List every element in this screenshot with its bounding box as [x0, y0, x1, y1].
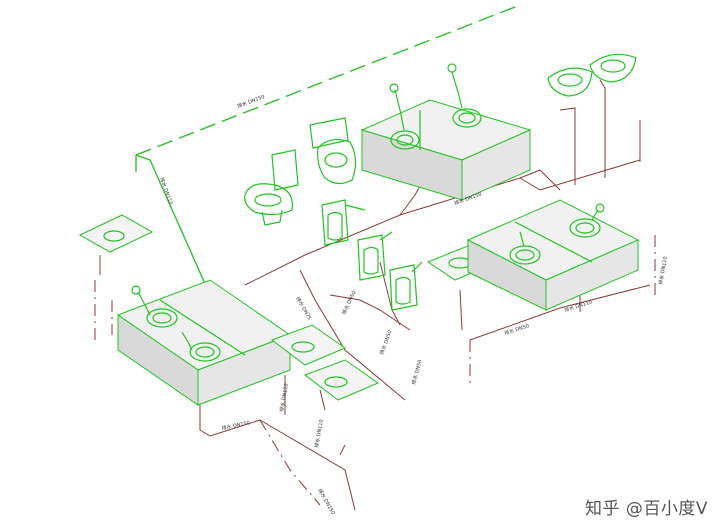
label-urinal-riser-2: 排水 DN50 — [340, 290, 357, 316]
main-drain-pipe — [135, 4, 521, 296]
squat-platform-upper — [360, 99, 532, 201]
wall-basin-1 — [547, 67, 593, 97]
floor-drain-plate-lower-1 — [270, 324, 347, 366]
label-lower-riser-1: 排水 DN110 — [278, 383, 290, 413]
squat-toilet-5 — [509, 231, 541, 265]
floor-drain-plate-lower-2 — [303, 359, 380, 401]
drain-pipe-network — [94, 79, 656, 511]
squat-toilet-2 — [447, 63, 482, 128]
label-main-drain: 排水 DN150 — [236, 93, 265, 110]
wall-basin-2 — [589, 53, 637, 83]
label-urinal-riser-1: 排水 DN75 — [294, 296, 313, 322]
label-urinal-riser-4: 排水 DN50 — [410, 359, 423, 385]
label-right-branch-1: 排水 DN50 — [503, 322, 529, 337]
urinal-3 — [389, 261, 423, 311]
squat-toilet-3 — [131, 285, 178, 328]
squat-platform-lower-left — [116, 279, 292, 406]
urinal-1 — [321, 199, 366, 246]
label-lower-riser-2: 排水 DN110 — [313, 419, 325, 449]
urinal-2 — [357, 231, 393, 281]
label-upper-riser: 排水 DN110 — [158, 176, 174, 205]
squat-toilet-1 — [389, 83, 420, 150]
sitting-toilet-2 — [309, 117, 357, 185]
label-urinal-riser-3: 排水 DN50 — [378, 329, 393, 355]
floor-drain-plate-left — [78, 214, 154, 253]
squat-platform-right — [466, 199, 640, 311]
label-bottom-outlet: 排水 DN150 — [316, 488, 336, 516]
label-right-riser: 排水 DN110 — [657, 256, 669, 286]
watermark: 知乎 @百小度V — [584, 499, 708, 519]
label-lower-main: 排水 DN150 — [221, 419, 251, 432]
sitting-toilet-1 — [244, 149, 299, 226]
squat-toilet-4 — [181, 331, 221, 362]
squat-toilet-6 — [569, 203, 605, 238]
